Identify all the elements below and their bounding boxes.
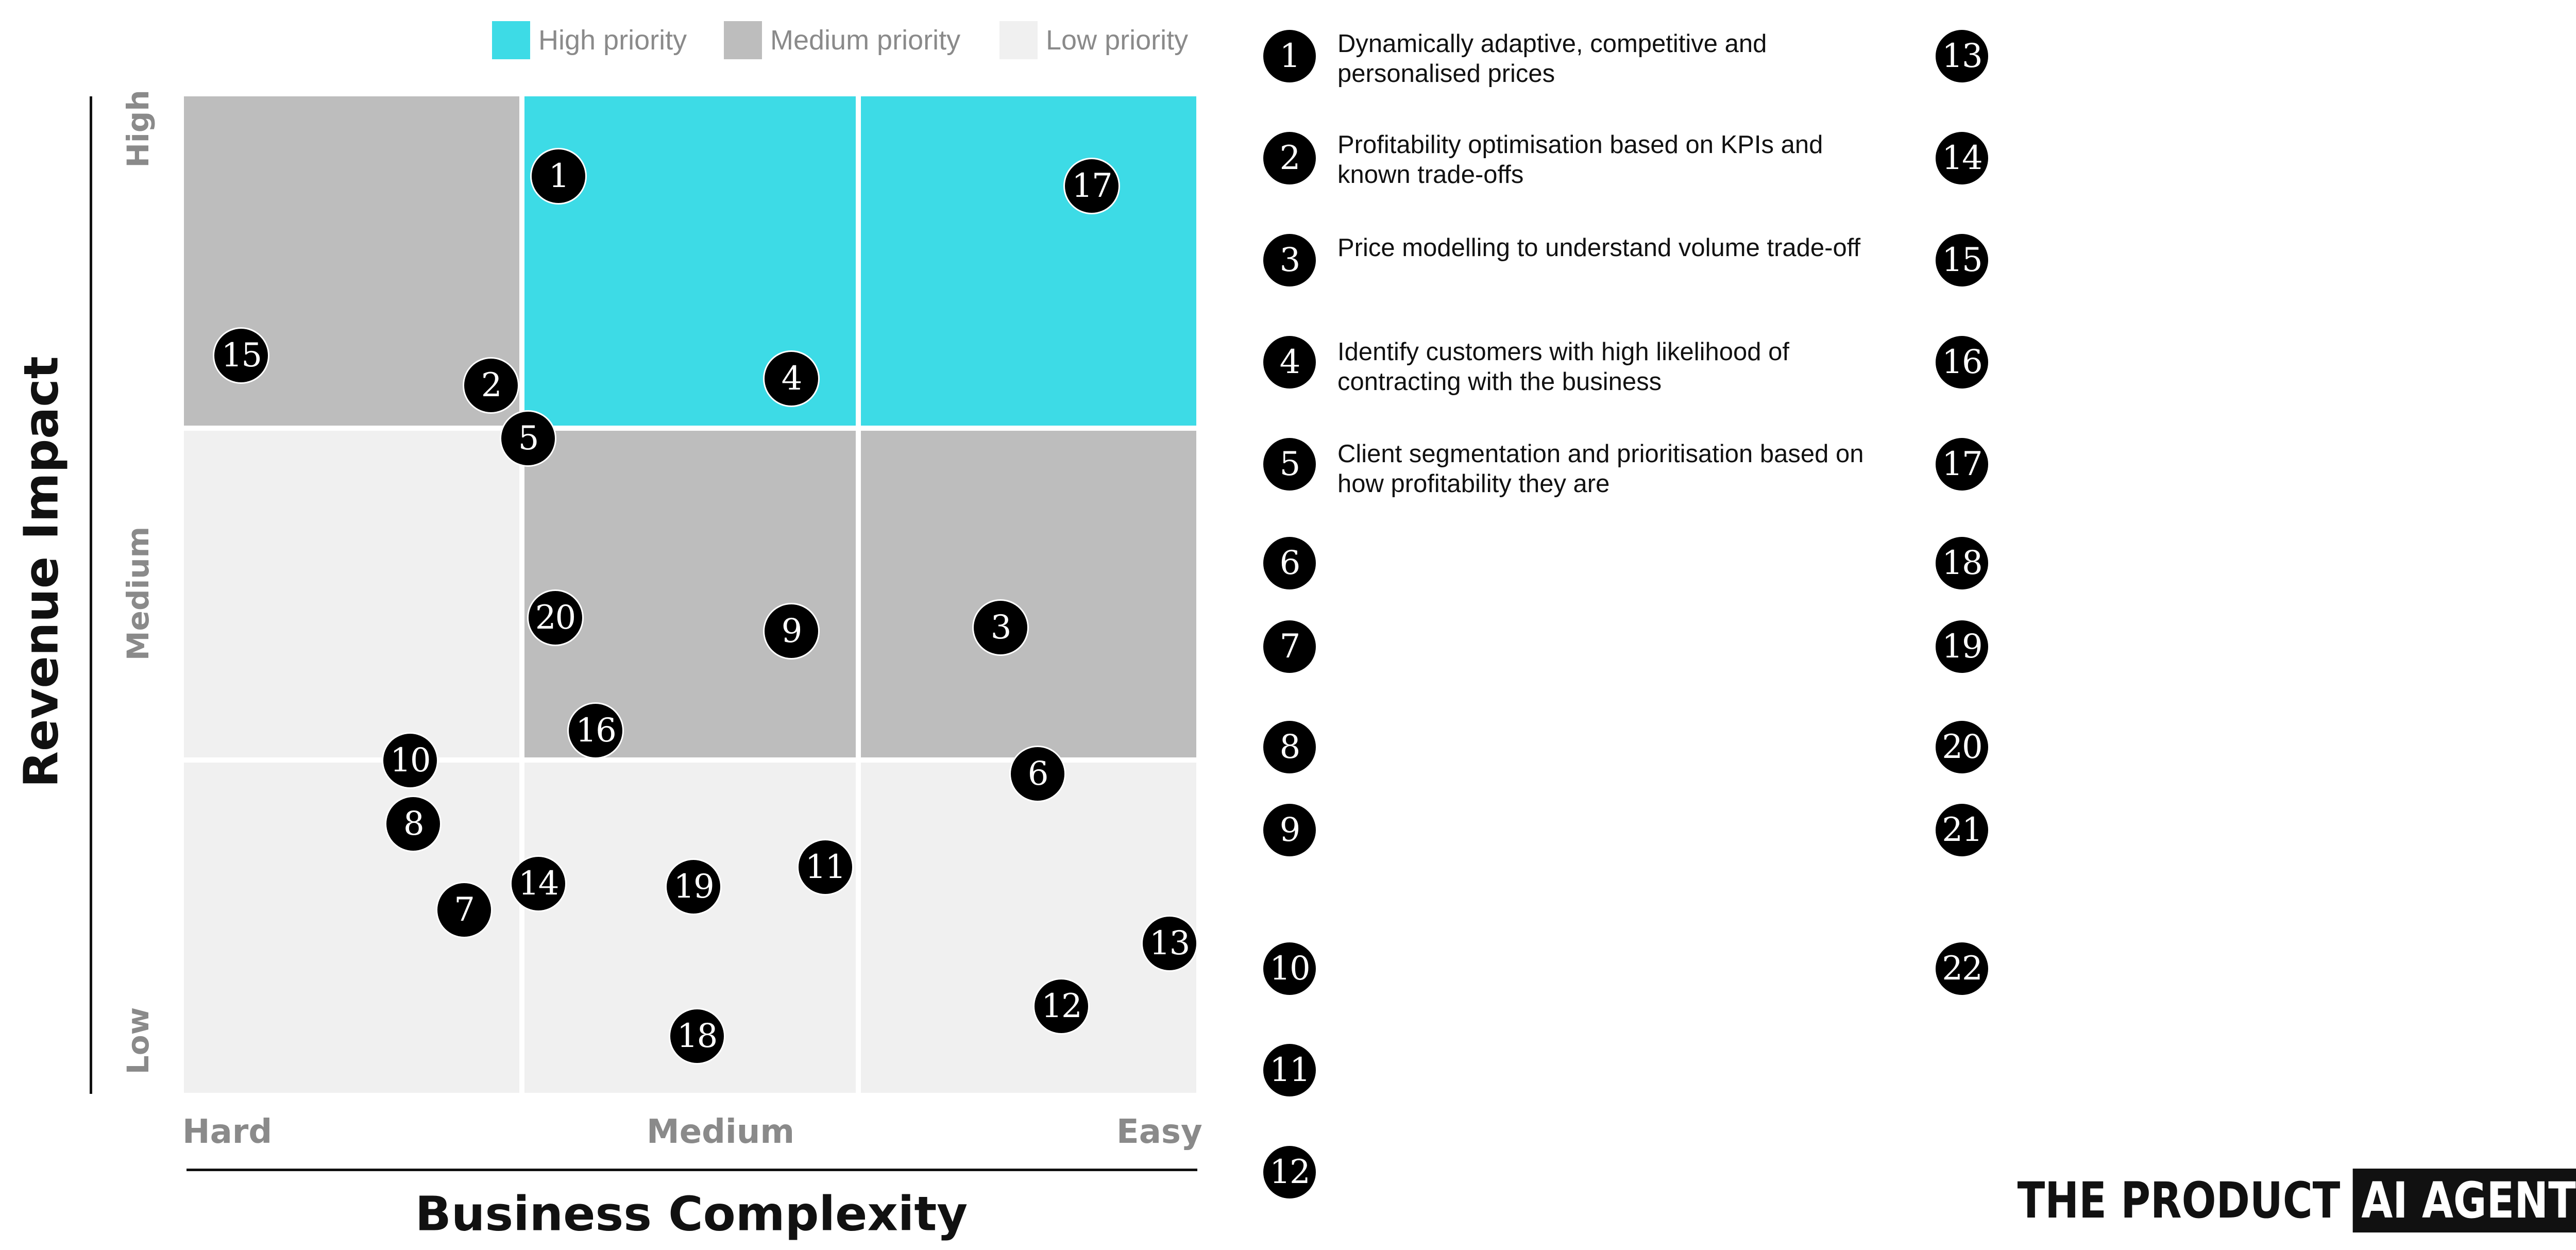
- marker-11: 11: [798, 840, 852, 894]
- y-tick-medium: Medium: [121, 526, 156, 661]
- desc-number-20: 20: [1936, 721, 1988, 773]
- marker-7: 7: [437, 883, 491, 937]
- matrix-cell-high-easy: [858, 96, 1196, 428]
- x-axis-line: [187, 1169, 1197, 1171]
- marker-2: 2: [464, 358, 518, 412]
- desc-number-4: 4: [1263, 336, 1316, 388]
- desc-number-5: 5: [1263, 438, 1316, 491]
- legend-label-high: High priority: [538, 25, 687, 56]
- desc-number-7: 7: [1263, 620, 1316, 673]
- desc-number-13: 13: [1936, 30, 1988, 82]
- x-tick-medium: Medium: [647, 1113, 795, 1151]
- marker-5: 5: [501, 412, 555, 465]
- legend-item-high: High priority: [492, 20, 687, 61]
- desc-number-16: 16: [1936, 336, 1988, 388]
- legend-swatch-high: [492, 21, 530, 59]
- grid-divider: [184, 757, 1196, 763]
- marker-20: 20: [528, 591, 582, 645]
- desc-number-10: 10: [1263, 942, 1316, 995]
- marker-4: 4: [765, 351, 818, 406]
- legend-label-medium: Medium priority: [770, 25, 961, 56]
- desc-text-1: Dynamically adaptive, competitive and pe…: [1337, 30, 1767, 88]
- x-axis-title: Business Complexity: [415, 1186, 968, 1242]
- grid-divider: [184, 426, 1196, 431]
- x-tick-easy: Easy: [1116, 1113, 1202, 1151]
- desc-number-1: 1: [1263, 30, 1316, 82]
- brand-logo: THE PRODUCT AI AGENT: [2017, 1169, 2576, 1232]
- matrix-cell-medium-medium: [522, 428, 858, 760]
- marker-6: 6: [1011, 747, 1065, 801]
- brand-text-product: THE PRODUCT: [2017, 1172, 2341, 1229]
- desc-number-3: 3: [1263, 234, 1316, 286]
- desc-number-8: 8: [1263, 721, 1316, 773]
- marker-10: 10: [383, 734, 437, 788]
- matrix-cell-medium-hard: [184, 428, 522, 760]
- y-tick-high: High: [121, 90, 156, 168]
- marker-15: 15: [214, 328, 268, 382]
- desc-number-19: 19: [1936, 620, 1988, 673]
- marker-3: 3: [974, 601, 1028, 655]
- desc-text-5: Client segmentation and prioritisation b…: [1337, 440, 1864, 498]
- desc-number-12: 12: [1263, 1146, 1316, 1198]
- desc-number-15: 15: [1936, 234, 1988, 286]
- desc-text-2: Profitability optimisation based on KPIs…: [1337, 131, 1823, 189]
- brand-text-ai-agent: AI AGENT: [2352, 1169, 2576, 1232]
- grid-divider: [856, 96, 861, 1093]
- legend-item-medium: Medium priority: [724, 20, 960, 61]
- desc-text-3: Price modelling to understand volume tra…: [1337, 234, 1861, 262]
- y-axis-title: Revenue Impact: [13, 356, 69, 788]
- legend-swatch-low: [999, 21, 1038, 59]
- marker-18: 18: [670, 1009, 724, 1063]
- legend-swatch-medium: [724, 21, 762, 59]
- desc-number-21: 21: [1936, 804, 1988, 856]
- desc-number-22: 22: [1936, 942, 1988, 995]
- marker-8: 8: [386, 797, 440, 851]
- desc-number-14: 14: [1936, 132, 1988, 184]
- marker-1: 1: [532, 149, 586, 203]
- marker-16: 16: [569, 704, 623, 758]
- desc-number-2: 2: [1263, 132, 1316, 184]
- desc-number-9: 9: [1263, 804, 1316, 856]
- desc-number-18: 18: [1936, 537, 1988, 589]
- marker-14: 14: [511, 856, 565, 910]
- marker-19: 19: [667, 860, 721, 914]
- legend-item-low: Low priority: [999, 20, 1188, 61]
- desc-text-4: Identify customers with high likelihood …: [1337, 338, 1789, 396]
- marker-13: 13: [1142, 916, 1196, 970]
- grid-divider: [519, 96, 524, 1093]
- matrix-cell-low-easy: [858, 760, 1196, 1093]
- x-tick-hard: Hard: [182, 1113, 273, 1151]
- desc-number-6: 6: [1263, 537, 1316, 589]
- desc-number-17: 17: [1936, 438, 1988, 491]
- desc-number-11: 11: [1263, 1044, 1316, 1096]
- marker-9: 9: [765, 604, 818, 658]
- marker-17: 17: [1064, 159, 1118, 213]
- y-tick-low: Low: [121, 1007, 156, 1075]
- marker-12: 12: [1035, 979, 1088, 1034]
- y-axis-line: [90, 96, 92, 1094]
- matrix-cell-medium-easy: [858, 428, 1196, 760]
- legend-label-low: Low priority: [1046, 25, 1189, 56]
